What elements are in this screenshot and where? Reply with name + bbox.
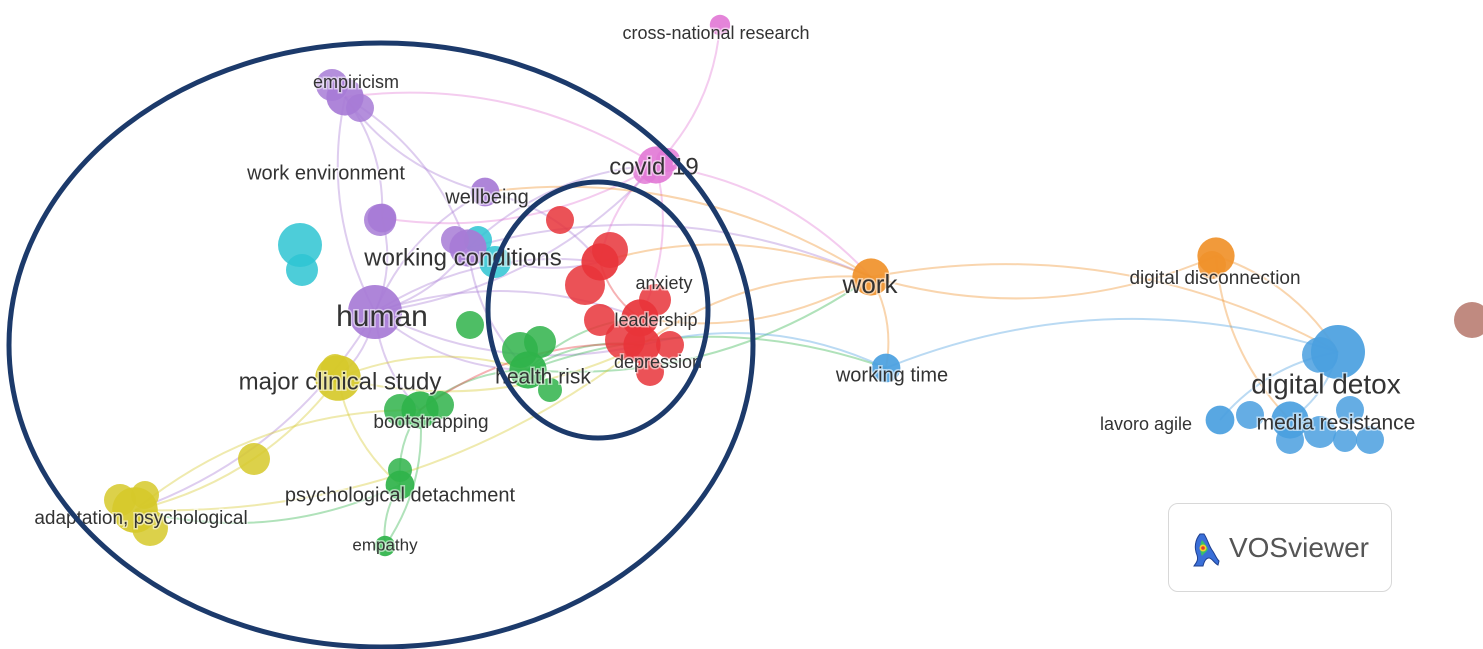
label-empiricism[interactable]: empiricism (311, 70, 400, 93)
node-lavoro-agile[interactable] (1205, 405, 1235, 435)
node-anxiety[interactable] (581, 243, 619, 281)
node-wellbeing[interactable] (470, 177, 500, 207)
label-leadership[interactable]: leadership (613, 308, 699, 331)
cluster-bubble-green (538, 378, 562, 402)
link-health-risk-work (527, 276, 872, 373)
node-empiricism[interactable] (326, 78, 364, 116)
label-wellbeing[interactable]: wellbeing (443, 185, 530, 210)
label-media-resistance[interactable]: media resistance (1255, 410, 1417, 436)
cluster-bubble-brown (1454, 302, 1483, 338)
label-anxiety[interactable]: anxiety (634, 271, 694, 294)
cluster-bubble-blue (1336, 396, 1364, 424)
node-cross-national-research[interactable] (709, 14, 731, 36)
link-human-empiricism (336, 96, 376, 313)
node-major-clinical-study[interactable] (315, 355, 361, 401)
link-work-leadership (639, 276, 872, 325)
label-adaptation-psychological[interactable]: adaptation, psychological (33, 507, 249, 531)
node-psychological-detachment[interactable] (385, 470, 415, 500)
link-covid-19-cross-national-research (655, 24, 721, 166)
node-empathy[interactable] (374, 535, 396, 557)
vosviewer-logo-icon (1193, 533, 1220, 566)
cluster-bubble-cyan (286, 254, 318, 286)
link-covid-19-work (655, 164, 872, 278)
cluster-bubble-blue (1333, 428, 1357, 452)
label-empathy[interactable]: empathy (351, 534, 420, 556)
link-work-anxiety (599, 243, 872, 278)
link-work-depression (641, 275, 872, 346)
label-covid-19[interactable]: covid 19 (608, 152, 700, 182)
node-work-environment[interactable] (367, 203, 397, 233)
label-cross-national-research[interactable]: cross-national research (621, 21, 811, 44)
node-leadership[interactable] (621, 299, 659, 337)
label-psychological-detachment[interactable]: psychological detachment (283, 483, 517, 508)
label-digital-detox[interactable]: digital detox (1250, 367, 1402, 401)
label-major-clinical-study[interactable]: major clinical study (237, 367, 443, 397)
node-adaptation-psychological[interactable] (112, 487, 158, 533)
link-major-clinical-study-depression (337, 344, 643, 393)
link-adaptation-psychological-bootstrapping (134, 408, 421, 511)
node-digital-disconnection[interactable] (1197, 237, 1235, 275)
label-depression[interactable]: depression (612, 350, 703, 373)
link-major-clinical-study-health-risk (337, 355, 529, 379)
node-work[interactable] (852, 258, 890, 296)
node-human[interactable] (348, 285, 402, 339)
link-work-digital-disconnection (870, 255, 1217, 300)
vosviewer-label: VOSviewer (1228, 531, 1370, 563)
link-working-time-digital-detox (885, 317, 1339, 369)
node-working-conditions[interactable] (449, 229, 487, 267)
label-digital-disconnection[interactable]: digital disconnection (1128, 267, 1302, 291)
link-psychological-detachment-adaptation-psychological (134, 484, 401, 524)
link-work-digital-detox (870, 263, 1339, 353)
node-health-risk[interactable] (509, 351, 547, 389)
cluster-bubble-red (546, 206, 574, 234)
node-working-time[interactable] (871, 353, 901, 383)
link-covid-19-empiricism (344, 91, 657, 166)
red-cluster-highlight-ellipse (485, 179, 711, 441)
cluster-bubble-cyan (278, 223, 322, 267)
cluster-bubble-red (584, 304, 616, 336)
link-working-conditions-work (467, 223, 872, 278)
label-work-environment[interactable]: work environment (245, 161, 407, 186)
node-covid-19[interactable] (637, 146, 675, 184)
network-nodes (104, 14, 1483, 557)
cluster-bubble-blue (1304, 416, 1336, 448)
link-digital-disconnection-media-resistance (1215, 255, 1291, 421)
highlight-rings (6, 40, 756, 649)
cluster-bubble-red (636, 358, 664, 386)
label-bootstrapping[interactable]: bootstrapping (372, 411, 490, 435)
link-human-covid-19 (374, 164, 657, 313)
link-human-adaptation-psychological (134, 311, 376, 511)
label-working-conditions[interactable]: working conditions (362, 243, 563, 273)
cluster-bubble-blue (1356, 426, 1384, 454)
left-cluster-highlight-ellipse (6, 40, 756, 649)
label-working-time[interactable]: working time (833, 363, 949, 388)
cluster-bubble-red (656, 331, 684, 359)
cluster-bubble-yellow (238, 443, 270, 475)
node-depression[interactable] (623, 326, 661, 364)
cluster-bubble-green (456, 311, 484, 339)
node-digital-detox[interactable] (1311, 325, 1365, 379)
vosviewer-badge[interactable]: VOSviewer (1168, 503, 1392, 592)
cluster-bubble-blue (1236, 401, 1264, 429)
network-labels: cross-national research empiricism covid 1… (33, 21, 1417, 556)
node-bootstrapping[interactable] (401, 391, 439, 429)
label-human[interactable]: human (335, 298, 430, 334)
label-lavoro-agile[interactable]: lavoro agile (1098, 412, 1193, 435)
label-work[interactable]: work (840, 267, 900, 300)
link-work-wellbeing (484, 185, 872, 278)
node-media-resistance[interactable] (1271, 401, 1309, 439)
